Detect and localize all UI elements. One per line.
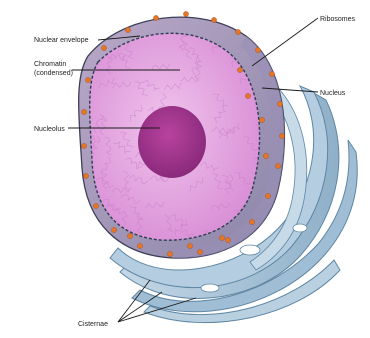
ribosome-dot — [263, 153, 268, 158]
ribosome-dot — [225, 237, 230, 242]
ribosome-dot — [255, 47, 260, 52]
ribosome-dot — [187, 243, 192, 248]
ribosome-dot — [211, 17, 216, 22]
ribosome-dot — [259, 117, 264, 122]
ribosome-dot — [81, 143, 86, 148]
ribosome-dot — [81, 109, 86, 114]
ribosome-dot — [265, 193, 270, 198]
ribosome-dot — [137, 243, 142, 248]
nucleolus-body — [138, 106, 206, 178]
label-nucleolus: Nucleolus — [34, 126, 65, 133]
ribosome-dot — [269, 71, 274, 76]
ribosome-dot — [277, 101, 282, 106]
ribosome-dot — [183, 11, 188, 16]
ribosome-dot — [235, 29, 240, 34]
label-nucleus: Nucleus — [320, 90, 346, 97]
ribosome-dot — [249, 219, 254, 224]
label-ribosomes: Ribosomes — [320, 16, 356, 23]
ribosome-dot — [279, 133, 284, 138]
label-cisternae: Cisternae — [78, 321, 108, 328]
leader-ribosomes — [252, 18, 318, 66]
ribosome-dot — [127, 233, 132, 238]
ribosome-dot — [275, 163, 280, 168]
label-nuclear-envelope: Nuclear envelope — [34, 37, 89, 44]
ribosome-dot — [101, 45, 106, 50]
ribosome-dot — [219, 235, 224, 240]
label-chromatin-line1: Chromatin — [34, 61, 66, 68]
ribosome-dot — [111, 227, 116, 232]
ribosome-dot — [83, 173, 88, 178]
ribosome-dot — [167, 251, 172, 256]
ribosome-dot — [153, 15, 158, 20]
ribosome-dot — [85, 77, 90, 82]
ribosome-dot — [93, 203, 98, 208]
chromatin-fiber — [103, 20, 120, 31]
label-chromatin-line2: (condensed) — [34, 70, 73, 77]
ribosome-dot — [237, 67, 242, 72]
ribosome-dot — [125, 27, 130, 32]
ribosome-dot — [245, 93, 250, 98]
ribosome-dot — [197, 249, 202, 254]
